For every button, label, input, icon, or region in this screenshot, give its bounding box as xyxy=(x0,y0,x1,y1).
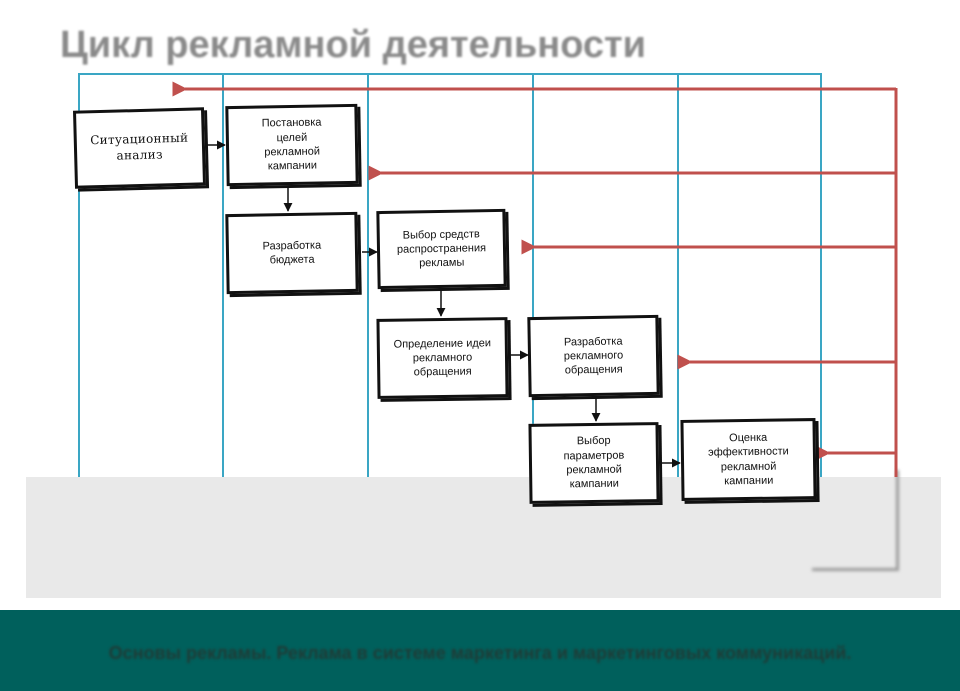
step-situational-analysis-label: Ситуационный анализ xyxy=(90,131,189,163)
feedback-bracket-shadow xyxy=(812,470,899,571)
cycle-diagram xyxy=(78,73,898,477)
step-message-label: Разработка рекламного обращения xyxy=(563,335,624,377)
flow-arrows xyxy=(207,140,681,468)
step-evaluation: Оценка эффективности рекламной кампании xyxy=(680,418,817,501)
step-message: Разработка рекламного обращения xyxy=(527,314,660,398)
step-budget: Разработка бюджета xyxy=(225,211,359,295)
step-media-selection: Выбор средств распространения рекламы xyxy=(376,208,507,290)
feedback-arrows xyxy=(172,81,898,477)
step-idea-label: Определение идеи рекламного обращения xyxy=(393,336,492,379)
step-campaign-goals-label: Постановка целей рекламной кампании xyxy=(261,116,322,173)
step-campaign-goals: Постановка целей рекламной кампании xyxy=(225,103,359,187)
step-evaluation-label: Оценка эффективности рекламной кампании xyxy=(707,431,789,488)
footer-bar: Основы рекламы. Реклама в системе маркет… xyxy=(0,610,960,691)
step-situational-analysis: Ситуационный анализ xyxy=(73,107,206,189)
step-parameters-label: Выбор параметров рекламной кампании xyxy=(563,435,625,491)
step-media-selection-label: Выбор средств распространения рекламы xyxy=(396,227,487,270)
step-budget-label: Разработка бюджета xyxy=(262,239,322,267)
page-title: Цикл рекламной деятельности xyxy=(60,24,647,66)
step-idea: Определение идеи рекламного обращения xyxy=(376,317,509,399)
step-parameters: Выбор параметров рекламной кампании xyxy=(528,422,660,504)
footer-text: Основы рекламы. Реклама в системе маркет… xyxy=(108,643,852,663)
